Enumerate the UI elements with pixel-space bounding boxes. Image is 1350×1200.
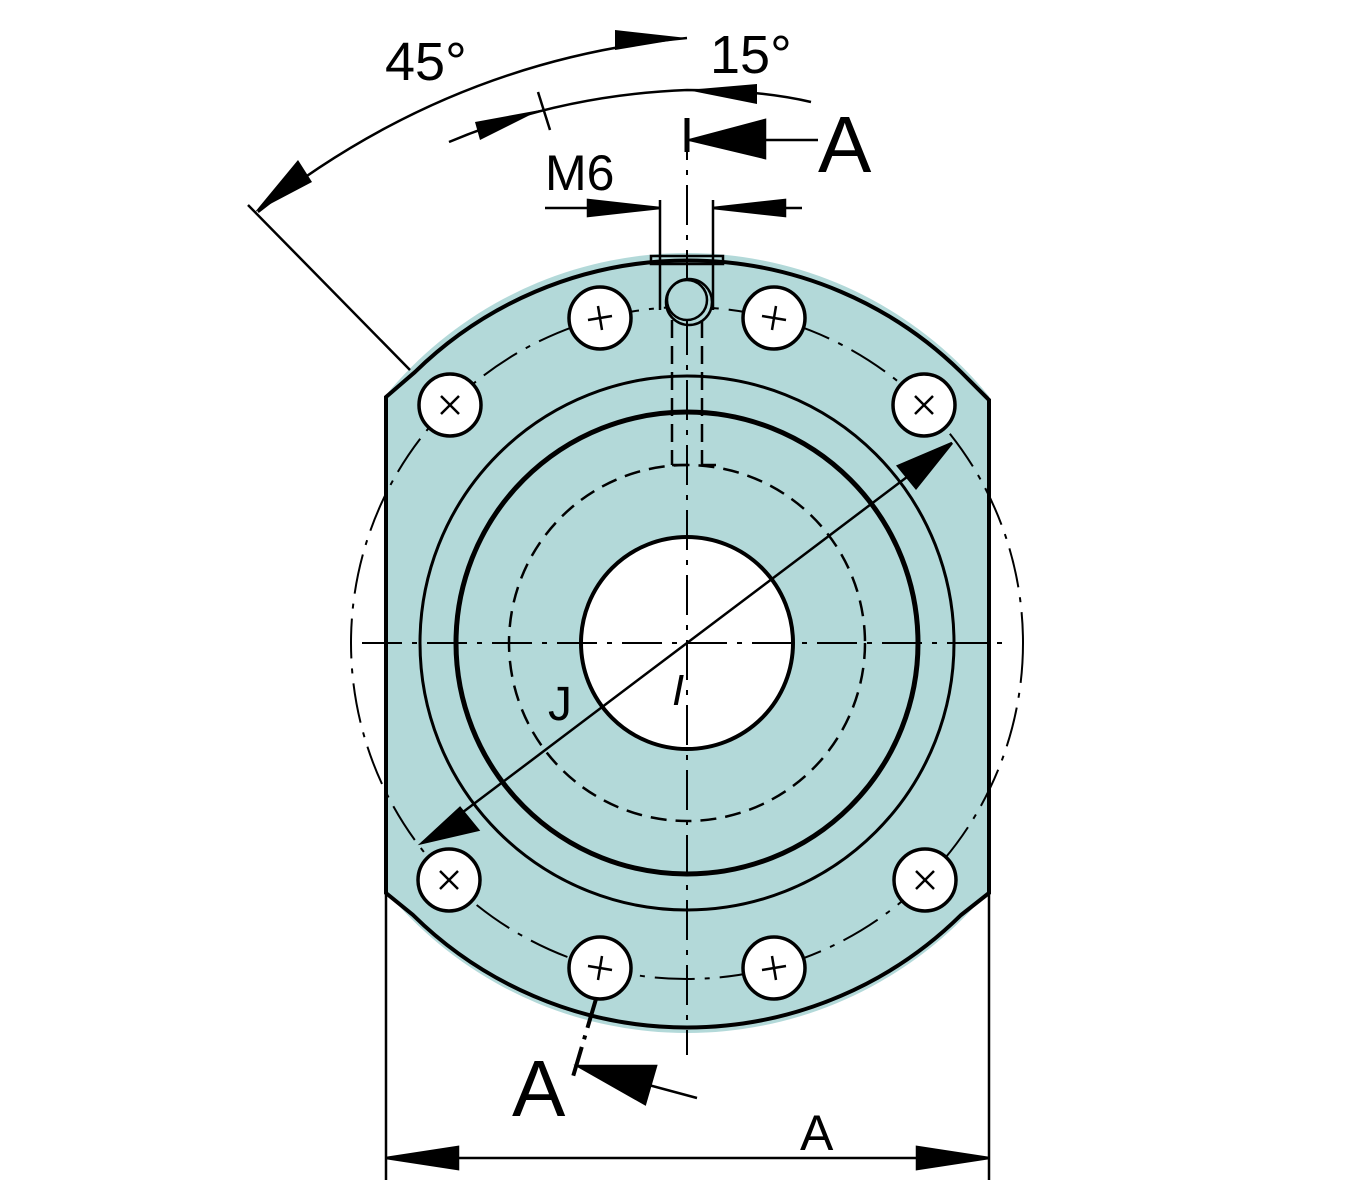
section-label-bottom: A [512, 1044, 566, 1133]
diameter-i-label: I [672, 666, 684, 715]
thread-label: M6 [545, 145, 614, 201]
bolt-hole-crosses [439, 305, 935, 981]
section-label-top: A [818, 100, 872, 189]
width-a-label: A [800, 1105, 834, 1161]
diameter-j-label: J [548, 678, 572, 731]
angle-15-dimension [448, 84, 812, 144]
angle-45-label: 45° [385, 32, 467, 92]
section-arrow-top [684, 118, 818, 160]
section-arrow-bottom [570, 998, 698, 1106]
diameter-j-dimension [417, 441, 953, 846]
width-a-dimension [384, 893, 991, 1180]
lubrication-port [649, 200, 725, 467]
angle-45-dimension [247, 30, 688, 371]
angle-15-label: 15° [710, 25, 792, 85]
m6-dimension [545, 198, 802, 218]
